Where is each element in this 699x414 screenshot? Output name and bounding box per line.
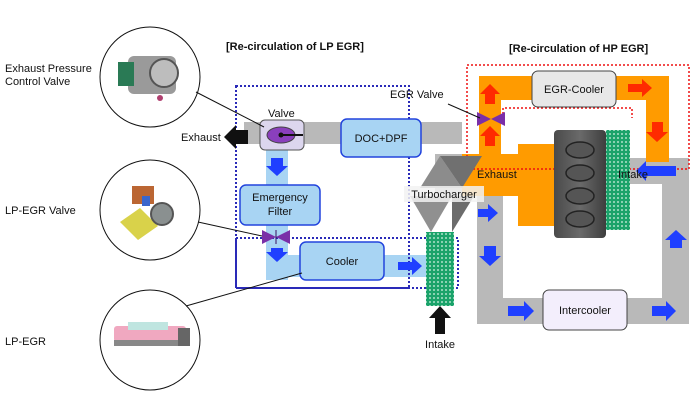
turbocharger-icon — [404, 156, 484, 232]
arrow-right-bottom-1 — [508, 301, 534, 321]
egr-cooler-box — [531, 70, 617, 108]
arrow-up-hp-1 — [480, 126, 500, 146]
egr-valve-icon — [477, 112, 505, 126]
label-engine-intake: Intake — [618, 169, 648, 181]
label-exhaust-outlet: Exhaust — [181, 132, 221, 144]
label-valve: Valve — [268, 108, 295, 120]
label-lp-egr-valve: LP-EGR Valve — [5, 205, 76, 217]
intake-mesh-lp — [426, 232, 454, 306]
arrow-down-hp — [646, 122, 668, 142]
arrow-down-lp-2 — [266, 248, 288, 262]
arrow-down-lp-1 — [266, 158, 288, 176]
label-intake-bottom: Intake — [425, 339, 455, 351]
doc-dpf-box — [340, 118, 422, 158]
label-lp-egr: LP-EGR — [5, 336, 46, 348]
label-doc-dpf: DOC+DPF — [355, 133, 408, 145]
label-intercooler: Intercooler — [559, 305, 611, 317]
label-egr-cooler: EGR-Cooler — [544, 84, 604, 96]
engine-block-icon — [554, 130, 630, 238]
arrow-up-hp-2 — [480, 84, 500, 104]
lp-egr-valve-photo — [99, 159, 201, 261]
hot-arrows — [480, 79, 668, 146]
lp-egr-cooler-photo — [99, 289, 201, 391]
label-cooler: Cooler — [326, 256, 359, 268]
arrow-right-hp — [628, 79, 652, 97]
label-emergency-filter-line2: Filter — [268, 206, 293, 218]
engine-exhaust-manifold-block — [518, 144, 554, 226]
hp-egr-pipe-down — [646, 76, 669, 162]
label-emergency-filter-line1: Emergency — [252, 192, 308, 204]
arrow-right-turbo — [478, 204, 498, 222]
label-egr-valve: EGR Valve — [390, 89, 444, 101]
label-lp-section-title: [Re-circulation of LP EGR] — [226, 41, 364, 53]
arrow-left-intake — [636, 161, 676, 181]
emergency-filter-box — [239, 184, 321, 226]
valve-icon — [259, 119, 305, 151]
arrow-up-right-pipe — [665, 230, 687, 248]
label-exhaust-pressure-line2: Control Valve — [5, 76, 70, 88]
cooler-box — [299, 241, 385, 281]
exhaust-pressure-control-valve-photo — [99, 26, 201, 128]
label-hp-section-title: [Re-circulation of HP EGR] — [509, 43, 648, 55]
flow-arrows — [266, 158, 687, 321]
label-exhaust-pressure-line1: Exhaust Pressure — [5, 63, 92, 75]
leader-lines — [185, 91, 481, 307]
arrow-down-intake — [479, 246, 501, 266]
arrow-right-bottom-2 — [652, 301, 676, 321]
intake-in-arrow — [429, 306, 451, 334]
arrow-right-lp — [398, 257, 422, 275]
intercooler-box — [542, 289, 628, 331]
lp-egr-valve-icon — [262, 230, 290, 244]
hp-egr-section-inner — [502, 107, 633, 118]
label-engine-exhaust: Exhaust — [477, 169, 517, 181]
label-turbocharger: Turbocharger — [411, 189, 477, 201]
exhaust-out-arrow — [224, 125, 248, 149]
